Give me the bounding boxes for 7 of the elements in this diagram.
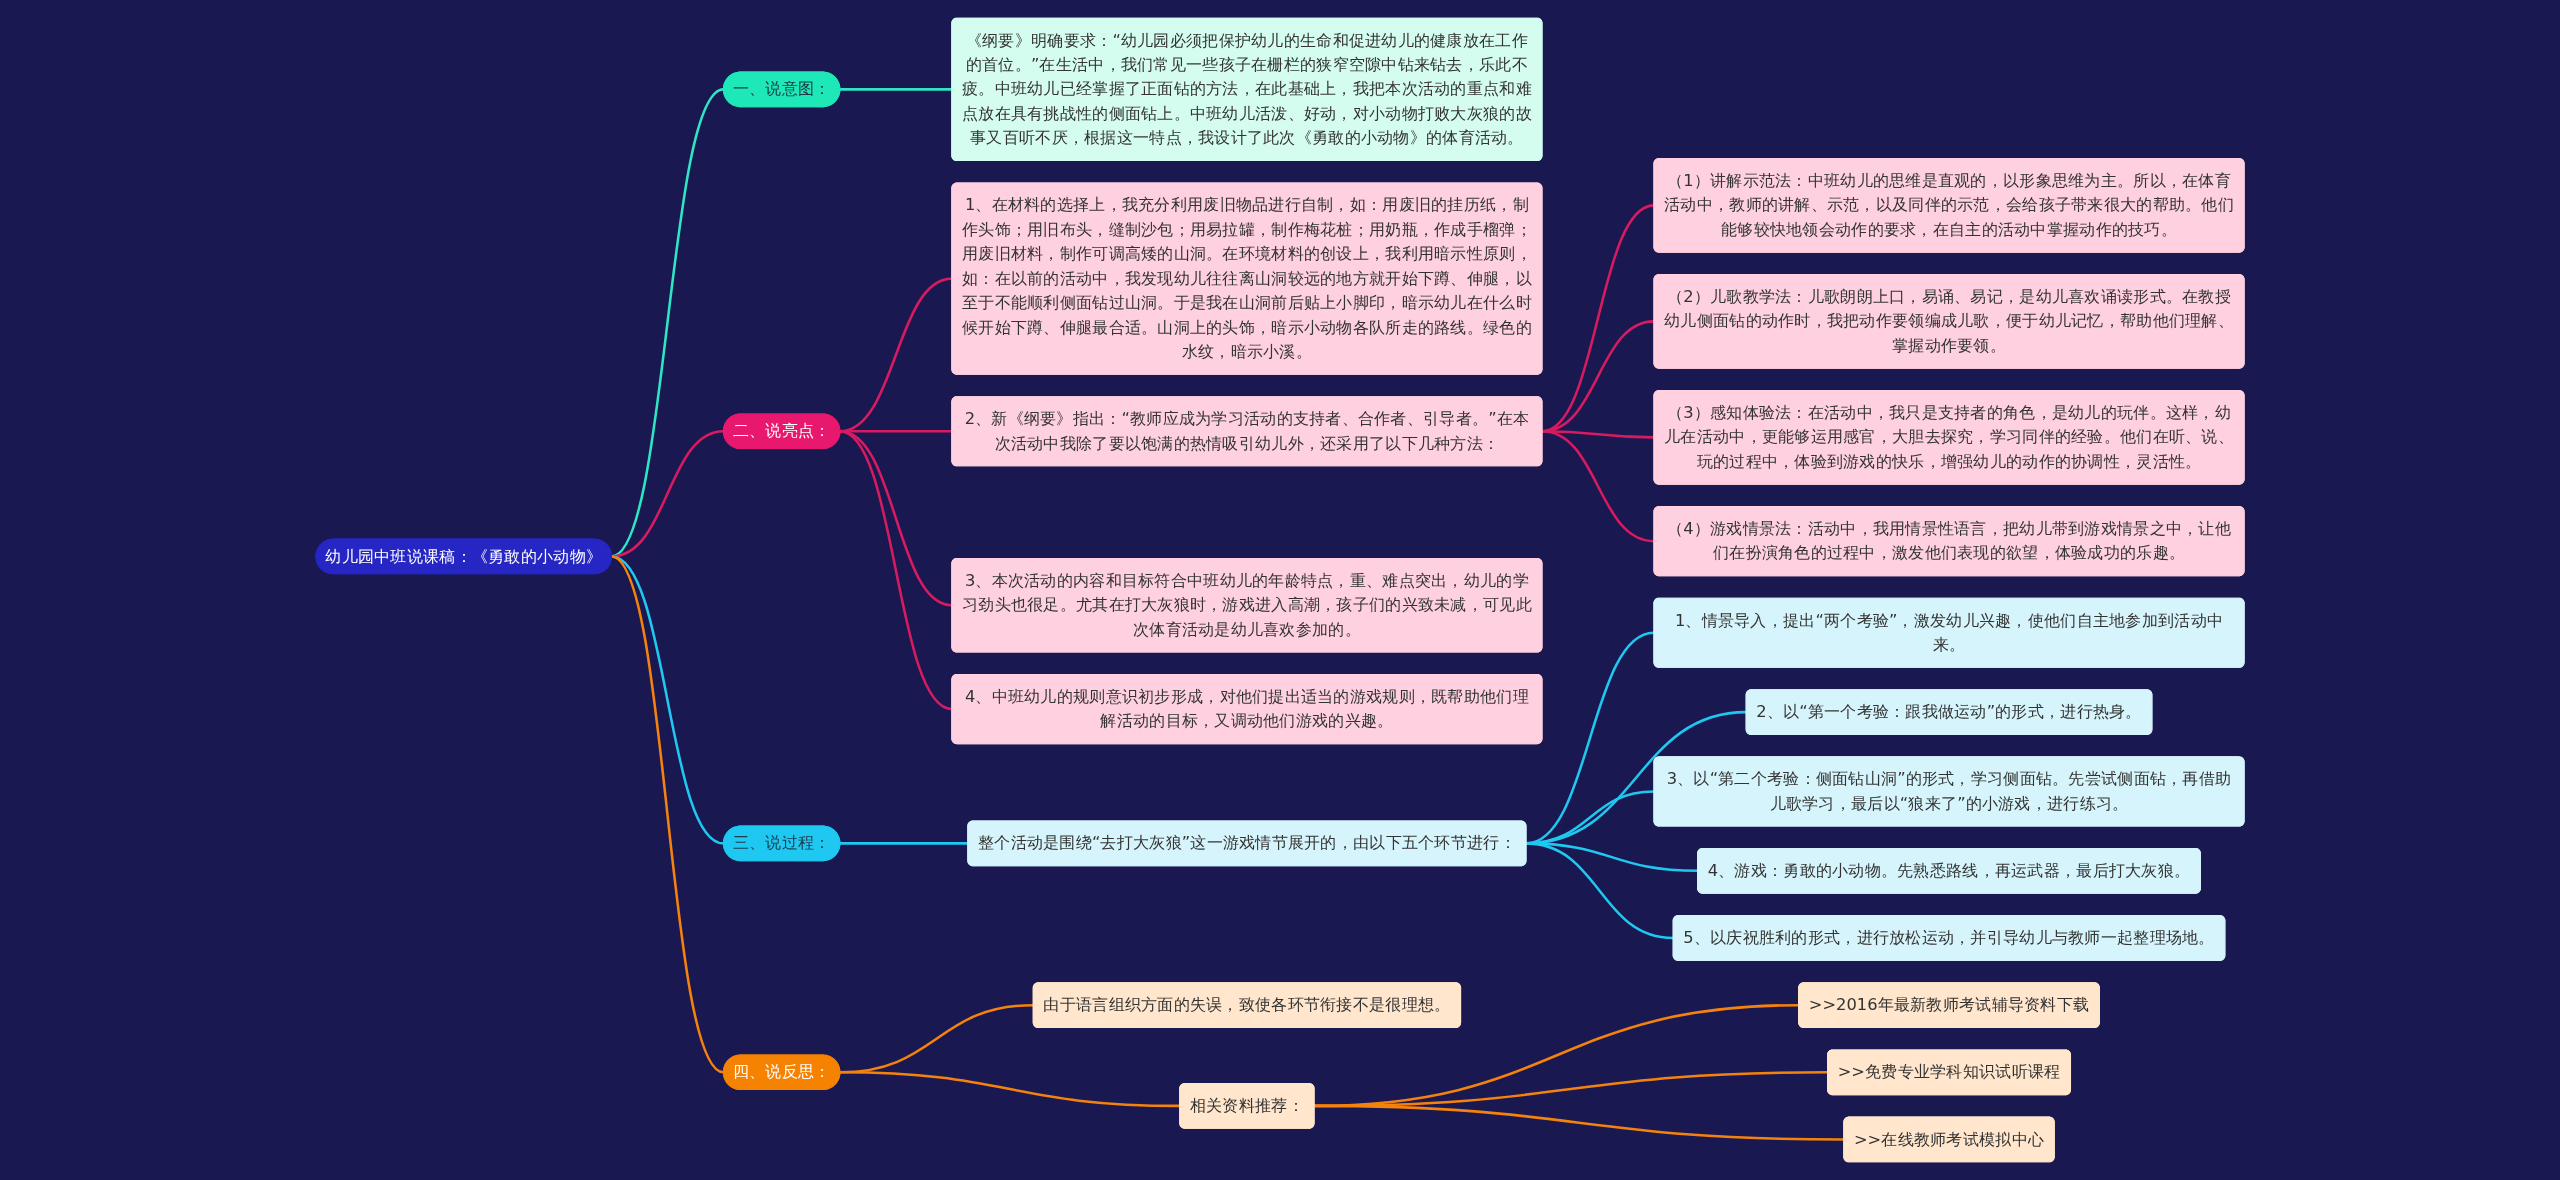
- connector: [1314, 1104, 1844, 1141]
- connector: [839, 430, 953, 711]
- connector: [839, 842, 968, 845]
- connector: [839, 1071, 1180, 1108]
- connector: [611, 430, 724, 558]
- connector: [1525, 842, 1674, 940]
- connector: [839, 88, 952, 91]
